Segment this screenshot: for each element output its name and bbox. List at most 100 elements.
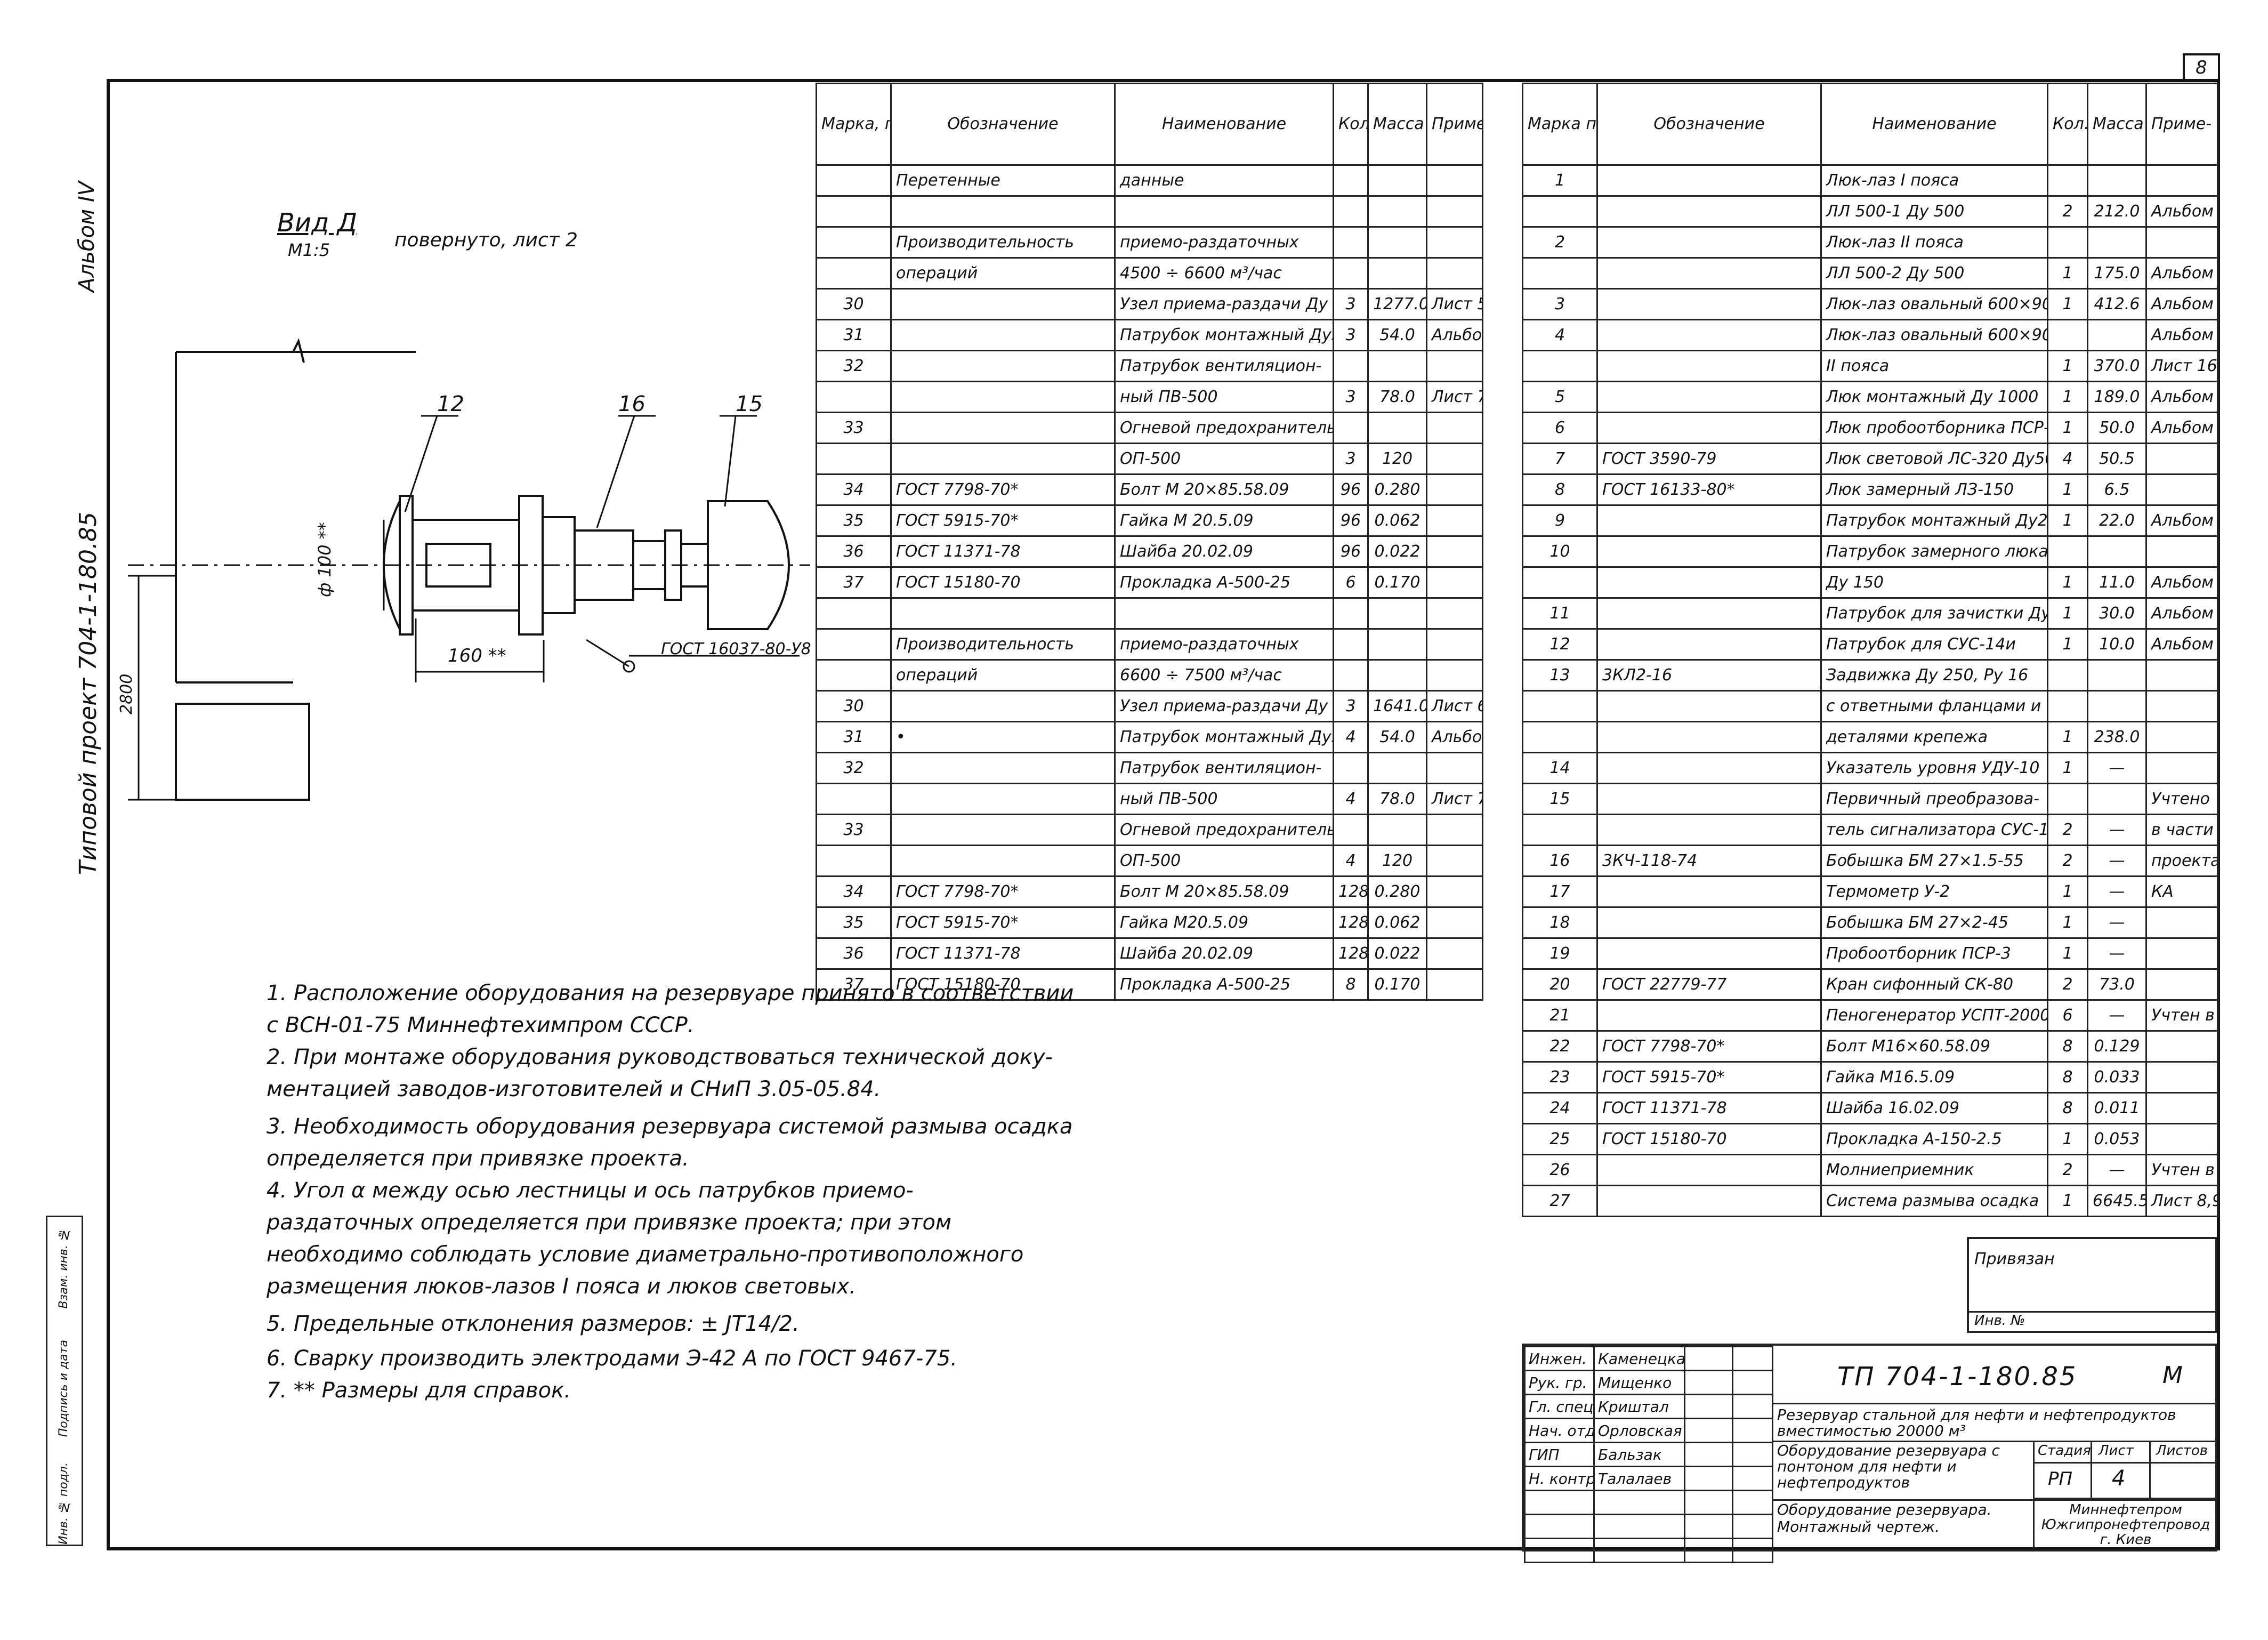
- signature-sign: [1684, 1442, 1733, 1467]
- cell-designation: [1596, 535, 1822, 568]
- cell-mass: 0.033: [2087, 1061, 2147, 1094]
- signature-name: Бальзак: [1593, 1442, 1685, 1467]
- cell-mass: [2087, 226, 2147, 259]
- cell-designation: [1596, 906, 1822, 939]
- sheet-title: Оборудование резервуара с понтоном для н…: [1777, 1442, 2000, 1491]
- cell-note: [1426, 164, 1483, 197]
- cell-name: Шайба 16.02.09: [1820, 1092, 2048, 1124]
- cell-note: Лист 16: [2145, 350, 2219, 382]
- cell-designation: [890, 845, 1116, 877]
- cell-qty: [2047, 783, 2088, 815]
- cell-mark: 32: [816, 350, 892, 382]
- diameter-dimension: ф 100 **: [314, 522, 335, 597]
- cell-qty: 1: [2047, 257, 2088, 290]
- signature-name: Мищенко: [1593, 1370, 1685, 1395]
- cell-designation: операций: [890, 257, 1116, 290]
- gost-callout: ГОСТ 16037-80-У8: [661, 640, 811, 658]
- specification-table-right: Марка поз. Обозначение Наименование Кол.…: [1522, 83, 2219, 1217]
- cell-qty: 1: [2047, 721, 2088, 753]
- cell-mark: [1522, 690, 1598, 722]
- cell-designation: [1596, 1154, 1822, 1186]
- cell-qty: 4: [2047, 443, 2088, 475]
- cell-designation: [890, 443, 1116, 475]
- cell-note: Лист 7: [1426, 783, 1483, 815]
- signature-empty: [1732, 1514, 1773, 1539]
- cell-mass: 0.170: [1367, 566, 1427, 599]
- cell-mark: 1: [1522, 164, 1598, 197]
- signature-row: Инжен.Каменецкая: [1524, 1346, 1773, 1371]
- cell-note: [1426, 350, 1483, 382]
- cell-designation: Производительность: [890, 226, 1116, 259]
- cell-mass: 0.062: [1367, 906, 1427, 939]
- signature-empty: [1593, 1490, 1685, 1515]
- cell-mass: —: [2087, 1154, 2147, 1186]
- cell-name: приемо-раздаточных: [1114, 628, 1334, 661]
- cell-qty: 1: [2047, 628, 2088, 661]
- cell-designation: [1596, 257, 1822, 290]
- stamp-inv2-label: Взам. инв. №: [57, 1228, 70, 1309]
- cell-mark: 19: [1522, 937, 1598, 970]
- cell-mark: 31: [816, 319, 892, 351]
- cell-note: [2145, 937, 2219, 970]
- cell-mark: 22: [1522, 1030, 1598, 1063]
- cell-name: приемо-раздаточных: [1114, 226, 1334, 259]
- cell-qty: 2: [2047, 1154, 2088, 1186]
- signature-empty: [1732, 1490, 1773, 1515]
- signature-date: [1732, 1466, 1773, 1491]
- drawing-code: ТП 704-1-180.85: [1837, 1362, 2078, 1392]
- signature-row: Гл. спец.Криштал: [1524, 1394, 1773, 1419]
- sheet-number: 8: [2196, 57, 2207, 78]
- cell-mass: [1367, 257, 1427, 290]
- cell-mark: 33: [816, 814, 892, 846]
- cell-mass: 0.280: [1367, 875, 1427, 908]
- cell-name: Люк-лаз I пояса: [1820, 164, 2048, 197]
- cell-qty: [1333, 164, 1369, 197]
- cell-note: Учтен в части Э: [2145, 1154, 2219, 1186]
- header-designation: Обозначение: [890, 83, 1116, 166]
- cell-note: [2145, 906, 2219, 939]
- cell-mark: 32: [816, 752, 892, 784]
- header-name: Наименование: [1114, 83, 1334, 166]
- cell-mass: [1367, 164, 1427, 197]
- cell-name: ЛЛ 500-1 Ду 500: [1820, 195, 2048, 228]
- note-line: с ВСН-01-75 Миннефтехимпром СССР.: [267, 1013, 695, 1038]
- cell-qty: [2047, 319, 2088, 351]
- cell-mass: 0.011: [2087, 1092, 2147, 1124]
- cell-note: [2145, 1092, 2219, 1124]
- cell-designation: [1596, 814, 1822, 846]
- note-line: 4. Угол α между осью лестницы и ось патр…: [267, 1178, 914, 1203]
- cell-mark: 37: [816, 968, 892, 1001]
- project-name: Резервуар стальной для нефти и нефтепрод…: [1777, 1406, 2176, 1440]
- signature-row: Рук. гр.Мищенко: [1524, 1370, 1773, 1395]
- cell-qty: [1333, 226, 1369, 259]
- cell-mass: 370.0: [2087, 350, 2147, 382]
- cell-note: [2145, 752, 2219, 784]
- cell-designation: [1596, 164, 1822, 197]
- signature-empty: [1684, 1538, 1733, 1563]
- cell-mass: [1367, 752, 1427, 784]
- cell-designation: ГОСТ 11371-78: [890, 937, 1116, 970]
- note-line: размещения люков-лазов I пояса и люков с…: [267, 1274, 856, 1299]
- signature-row: [1524, 1538, 1773, 1563]
- label-12: 12: [437, 392, 464, 416]
- cell-note: Альбом I: [2145, 195, 2219, 228]
- signature-sign: [1684, 1394, 1733, 1419]
- cell-mark: 18: [1522, 906, 1598, 939]
- cell-note: в части: [2145, 814, 2219, 846]
- cell-qty: [1333, 257, 1369, 290]
- cell-designation: [1596, 1185, 1822, 1217]
- cell-mark: 21: [1522, 999, 1598, 1032]
- header-qty: Кол.: [2047, 83, 2088, 166]
- cell-mass: [2087, 690, 2147, 722]
- cell-name: Бобышка БМ 27×1.5-55: [1820, 845, 2048, 877]
- cell-designation: ГОСТ 5915-70*: [890, 504, 1116, 537]
